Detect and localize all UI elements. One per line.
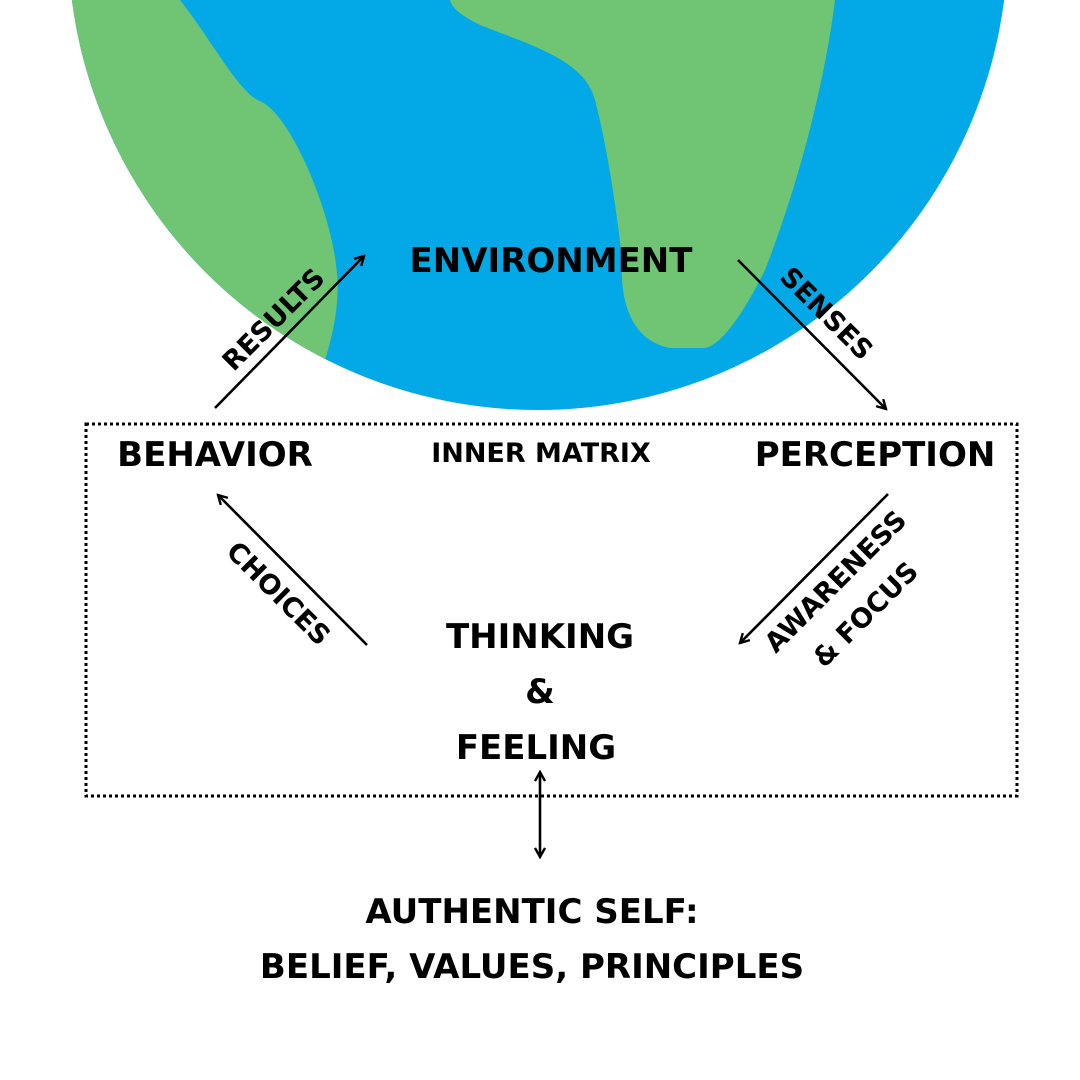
choices-arrow bbox=[218, 495, 368, 646]
results-arrow bbox=[214, 256, 364, 409]
awareness-arrow bbox=[740, 493, 889, 643]
thinking-label: THINKING bbox=[446, 617, 634, 657]
environment-label: ENVIRONMENT bbox=[410, 241, 694, 281]
choices-edge-label: CHOICES bbox=[220, 536, 336, 652]
feeling-label: FEELING bbox=[456, 728, 616, 768]
senses-arrow bbox=[737, 259, 886, 409]
inner-matrix-box bbox=[84, 422, 1019, 798]
ampersand-label: & bbox=[525, 672, 555, 712]
perception-label: PERCEPTION bbox=[755, 435, 996, 475]
inner-matrix-label: INNER MATRIX bbox=[431, 438, 651, 469]
authentic-self-values: BELIEF, VALUES, PRINCIPLES bbox=[260, 947, 804, 987]
authentic-self-title: AUTHENTIC SELF: bbox=[365, 892, 698, 932]
behavior-label: BEHAVIOR bbox=[117, 435, 313, 475]
